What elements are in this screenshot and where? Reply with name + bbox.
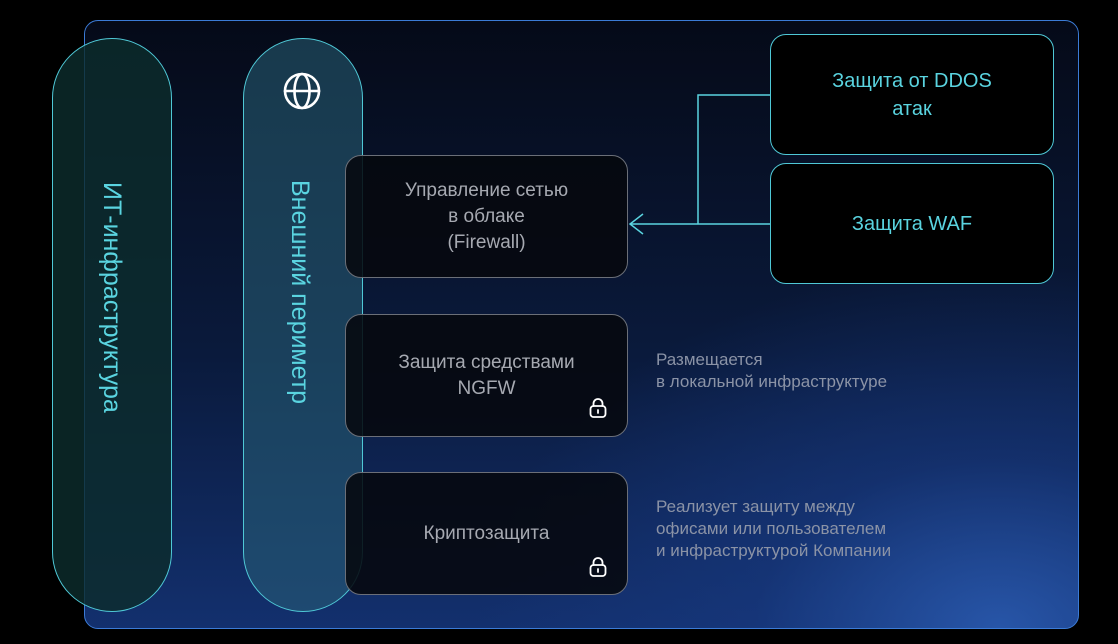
ddos-protection-box: Защита от DDOS атак [770,34,1054,155]
it-infrastructure-column [52,38,172,612]
external-perimeter-column [243,38,363,612]
external-perimeter-label: Внешний периметр [286,180,314,405]
waf-protection-box: Защита WAF [770,163,1054,284]
crypto-label: Криптозащита [423,522,550,544]
crypto-note: Реализует защиту между офисами или польз… [656,497,892,560]
firewall-label: Управление сетью в облаке (Firewall) [404,179,569,253]
crypto-box: Криптозащита [345,472,628,595]
ngfw-label: Защита средствами NGFW [398,351,575,399]
lock-icon [589,557,607,577]
globe-icon [283,72,321,110]
ddos-protection-label: Защита от DDOS атак [832,69,992,120]
firewall-box: Управление сетью в облаке (Firewall) [345,155,628,278]
it-infrastructure-label: ИТ-инфраструктура [98,182,126,413]
lock-icon [589,398,607,418]
waf-protection-label: Защита WAF [851,212,973,235]
ngfw-box: Защита средствами NGFW [345,314,628,437]
ngfw-note: Размещается в локальной инфраструктуре [656,350,888,391]
